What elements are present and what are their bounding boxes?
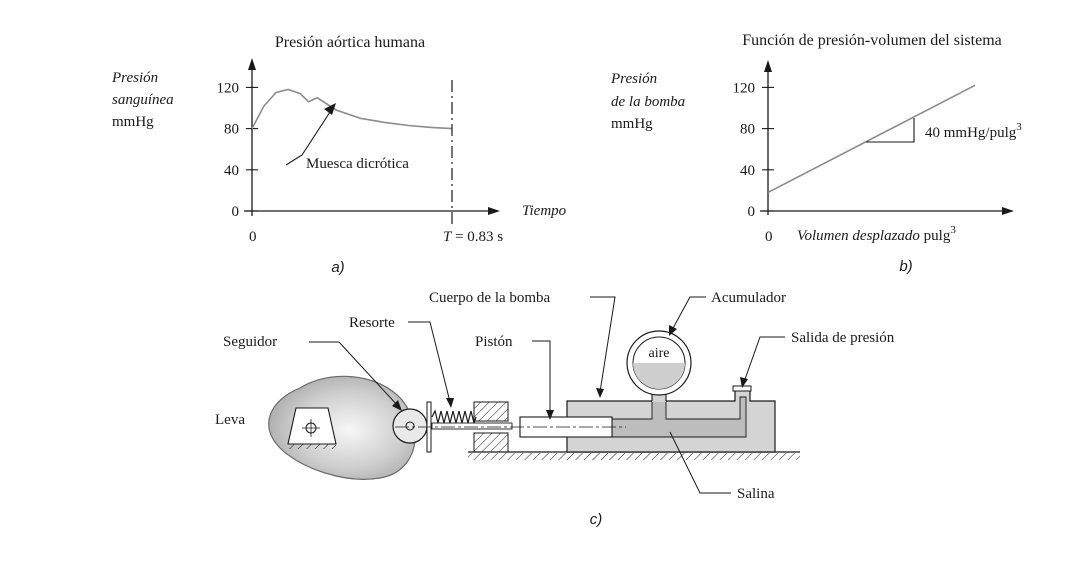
label-aire: aire <box>649 346 670 361</box>
arrow-piston <box>546 410 554 420</box>
arrow-resorte <box>446 398 454 408</box>
ground-hatch <box>468 453 800 460</box>
label-seguidor: Seguidor <box>223 334 277 350</box>
leader-resorte <box>408 321 451 403</box>
panel-b-x-arrow <box>1002 207 1014 215</box>
panel-a-xlabel: Tiempo <box>522 203 567 219</box>
panel-a-ylabel-line1: Presión <box>111 70 158 86</box>
panel-a-x-origin: 0 <box>249 229 257 245</box>
cam-mount-hatch <box>288 444 336 449</box>
label-resorte: Resorte <box>349 315 395 331</box>
panel-b-caption: b) <box>899 258 912 275</box>
guide-block-top <box>473 401 509 422</box>
leader-salina <box>669 431 731 494</box>
label-acumulador: Acumulador <box>711 290 786 306</box>
leader-cuerpo <box>590 296 616 393</box>
panel-a-title: Presión aórtica humana <box>275 34 425 51</box>
arrow-salida <box>740 377 748 388</box>
panel-b-ylabel-line2: de la bomba <box>611 94 685 110</box>
panel-a-y-tick-label: 80 <box>224 122 239 138</box>
cam <box>268 375 416 480</box>
panel-a-y-ticks: 0 40 80 120 <box>217 80 258 220</box>
panel-b-y-tick-label: 120 <box>733 80 756 96</box>
arrow-acumulador <box>669 325 677 336</box>
follower-pin <box>405 421 415 431</box>
panel-b-pv-line <box>767 84 976 194</box>
piston-rod <box>431 422 513 430</box>
label-piston: Pistón <box>475 334 513 350</box>
accumulator-saline <box>633 363 685 389</box>
leader-salida <box>743 336 785 383</box>
panel-b-y-arrow <box>764 60 772 72</box>
panel-b-slope-label: 40 mmHg/pulg3 <box>925 121 1022 141</box>
panel-c-caption: c) <box>590 511 603 528</box>
panel-a-y-tick-label: 0 <box>232 204 240 220</box>
panel-b-x-origin: 0 <box>765 229 773 245</box>
panel-a-annotation-arrow <box>324 103 336 115</box>
panel-b-slope-triangle <box>866 118 915 143</box>
panel-a-x-arrow <box>488 207 500 215</box>
panel-a-annotation: Muesca dicrótica <box>306 156 409 172</box>
panel-a-ylabel-line2: sanguínea <box>112 92 174 108</box>
cam-bearing-mount <box>287 407 337 445</box>
panel-a-y-arrow <box>248 58 256 70</box>
panel-a-pressure-curve <box>251 88 453 130</box>
panel-a-ylabel-unit: mmHg <box>112 114 154 130</box>
guide-block-bottom <box>473 432 509 453</box>
panel-b-chart: Función de presión-volumen del sistema P… <box>610 32 1022 275</box>
panel-b-ylabel-line1: Presión <box>610 71 657 87</box>
panel-b-xlabel: Volumen desplazado pulg3 <box>797 224 956 244</box>
saline-channel <box>611 396 747 438</box>
label-leva: Leva <box>215 412 245 428</box>
arrow-seguidor <box>392 400 402 411</box>
panel-a-annotation-leader <box>285 111 331 166</box>
panel-b-y-tick-label: 0 <box>748 204 756 220</box>
leader-acumulador <box>671 296 706 331</box>
panel-a-period-label: T = 0.83 s <box>443 229 503 245</box>
leader-piston <box>532 340 551 414</box>
panel-b-y-tick-label: 80 <box>740 122 755 138</box>
panel-a-chart: Presión aórtica humana Presión sanguínea… <box>111 34 567 276</box>
leader-seguidor <box>309 341 399 407</box>
panel-a-caption: a) <box>331 259 344 276</box>
panel-b-title: Función de presión-volumen del sistema <box>742 32 1002 49</box>
panel-a-y-tick-label: 120 <box>217 80 240 96</box>
panel-b-y-ticks: 0 40 80 120 <box>733 80 774 220</box>
follower-roller <box>392 408 428 444</box>
panel-a-y-tick-label: 40 <box>224 163 239 179</box>
panel-b-ylabel-unit: mmHg <box>611 116 653 132</box>
spring <box>431 409 477 426</box>
label-salida: Salida de presión <box>791 330 895 346</box>
label-cuerpo: Cuerpo de la bomba <box>429 290 551 306</box>
panel-c-diagram: aire Cuerpo de la bomba Acumulador Resor… <box>215 290 895 528</box>
label-salina: Salina <box>737 486 775 502</box>
arrow-cuerpo <box>596 388 604 398</box>
panel-b-y-tick-label: 40 <box>740 163 755 179</box>
